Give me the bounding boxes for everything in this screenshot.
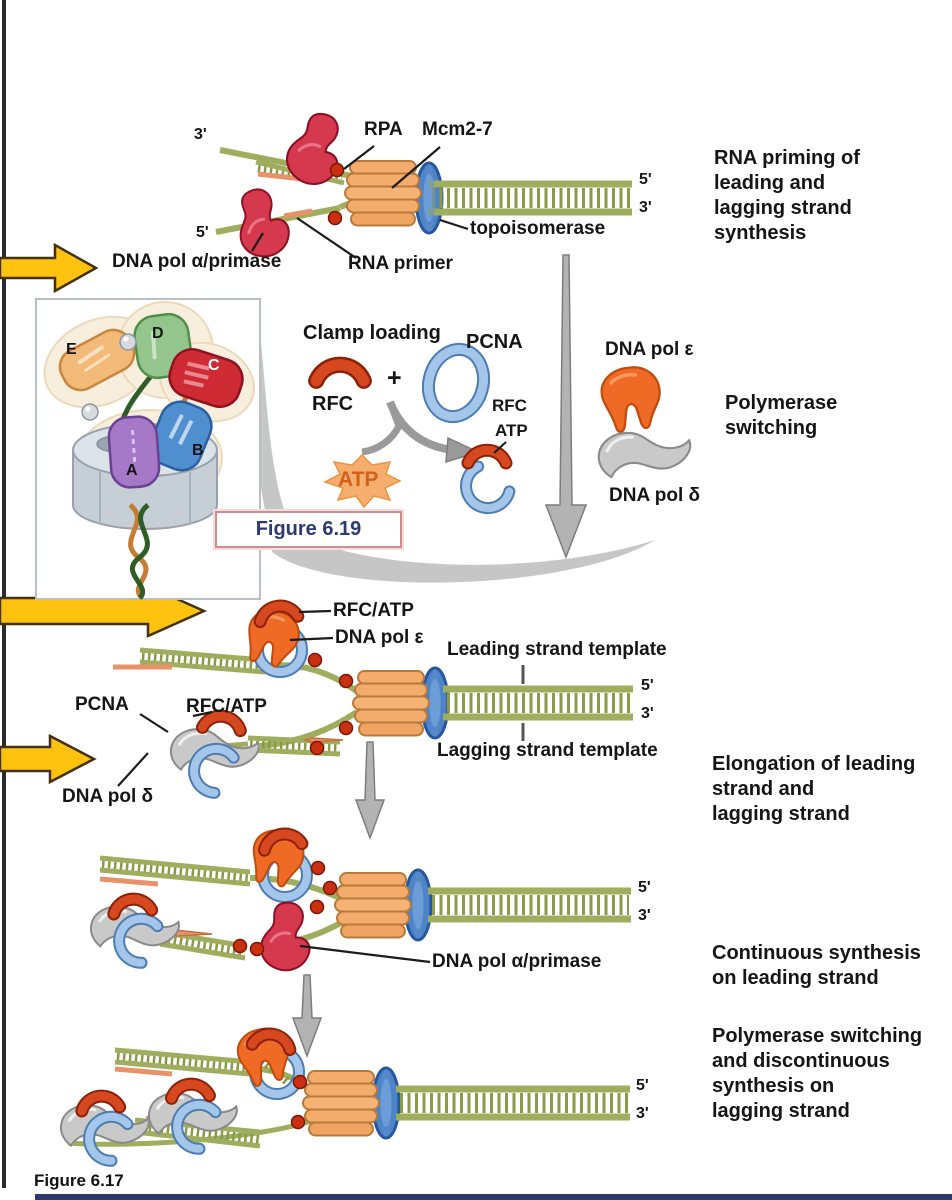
label-5-prime-s1-left: 5' [196, 224, 209, 241]
label-pcna-s2: PCNA [75, 694, 129, 715]
label-atp: ATP [338, 468, 379, 491]
label-subunit-b: B [192, 442, 204, 459]
curved-arrow-shaft [386, 400, 453, 454]
atp-sphere [81, 403, 99, 421]
gray-down-arrow-long [544, 254, 588, 560]
figure-6-19-reference: Figure 6.19 [215, 511, 402, 548]
okazaki-primer-arrow [302, 737, 344, 743]
label-subunit-d: D [152, 325, 164, 342]
label-rpa: RPA [364, 119, 403, 140]
gray-down-arrow-2 [354, 741, 386, 841]
subunit-b [149, 400, 213, 472]
stage-label-rna-priming: RNA priming of leading and lagging stran… [714, 147, 860, 244]
label-5-prime-s1-right: 5' [639, 171, 652, 188]
label-3-prime-s3: 3' [638, 907, 651, 924]
label-rna-primer: RNA primer [348, 253, 453, 274]
subunit-c [168, 348, 244, 408]
label-dna-pol-epsilon: DNA pol ε [605, 339, 694, 360]
label-topoisomerase: topoisomerase [470, 218, 606, 239]
subunit-a [107, 415, 161, 489]
label-dna-pol-delta-s2: DNA pol δ [62, 786, 154, 807]
rfc-crescent [316, 365, 364, 381]
label-plus-sign: + [387, 364, 402, 392]
label-dna-pol-delta: DNA pol δ [609, 485, 701, 506]
pcna-ring-tilted [421, 342, 491, 424]
label-subunit-e: E [66, 341, 77, 358]
curved-arrow-tail [361, 400, 403, 456]
yellow-arrow-1 [0, 242, 99, 294]
section4-fork [57, 1022, 630, 1163]
stage-label-elongation: Elongation of leading strand and lagging… [712, 753, 916, 825]
label-3-prime-top-left: 3' [194, 126, 207, 143]
section2-fork [113, 604, 633, 795]
label-subunit-a: A [126, 462, 138, 479]
atp-starburst [323, 453, 402, 509]
label-mcm2-7: Mcm2-7 [422, 119, 493, 140]
label-leading-strand-template: Leading strand template [447, 639, 667, 660]
curved-arrow-head [445, 436, 481, 464]
label-3-prime-s2: 3' [641, 705, 654, 722]
clamp-loader-structure [43, 301, 255, 600]
stage-label-continuous-synthesis: Continuous synthesis on leading strand [712, 942, 921, 989]
label-clamp-loading-title: Clamp loading [303, 322, 441, 344]
rna-primer-segment-bottom [283, 208, 313, 219]
label-rfc-atp2-s2: RFC/ATP [186, 696, 267, 717]
clamp-loading-art [316, 342, 511, 518]
label-dna-pol-alpha-primase-s3: DNA pol α/primase [432, 951, 602, 972]
label-3-prime-s4: 3' [636, 1105, 649, 1122]
stage-label-polymerase-switching: Polymerase switching [725, 392, 838, 439]
gray-down-arrow-3 [291, 974, 323, 1059]
label-rfc-small: RFC [492, 396, 527, 415]
atp-sphere [119, 333, 137, 351]
label-dna-pol-alpha-primase-s1: DNA pol α/primase [112, 251, 282, 272]
label-subunit-c: C [208, 357, 220, 374]
bottom-page-bar [35, 1194, 952, 1200]
label-5-prime-s3: 5' [638, 879, 651, 896]
left-margin-rule [2, 0, 6, 1188]
rfc-crescent [468, 450, 506, 463]
label-lagging-strand-template: Lagging strand template [437, 740, 658, 761]
label-3-prime-s1-right: 3' [639, 199, 652, 216]
figure-caption: Figure 6.17 [34, 1171, 124, 1190]
section1-fork [215, 105, 632, 263]
yellow-arrow-3 [0, 733, 97, 785]
label-dna-pol-epsilon-s2: DNA pol ε [335, 627, 424, 648]
dna-helix-green [130, 503, 150, 600]
label-rfc: RFC [312, 393, 354, 415]
label-5-prime-s4: 5' [636, 1077, 649, 1094]
label-pcna: PCNA [466, 331, 523, 353]
label-atp-small: ATP [495, 421, 528, 440]
stage-label-discontinuous-synthesis: Polymerase switching and discontinuous s… [712, 1025, 923, 1122]
section3-fork [87, 826, 631, 975]
label-5-prime-s2: 5' [641, 677, 654, 694]
pcna-open-ring [457, 465, 511, 518]
label-rfc-atp-s2: RFC/ATP [333, 600, 414, 621]
